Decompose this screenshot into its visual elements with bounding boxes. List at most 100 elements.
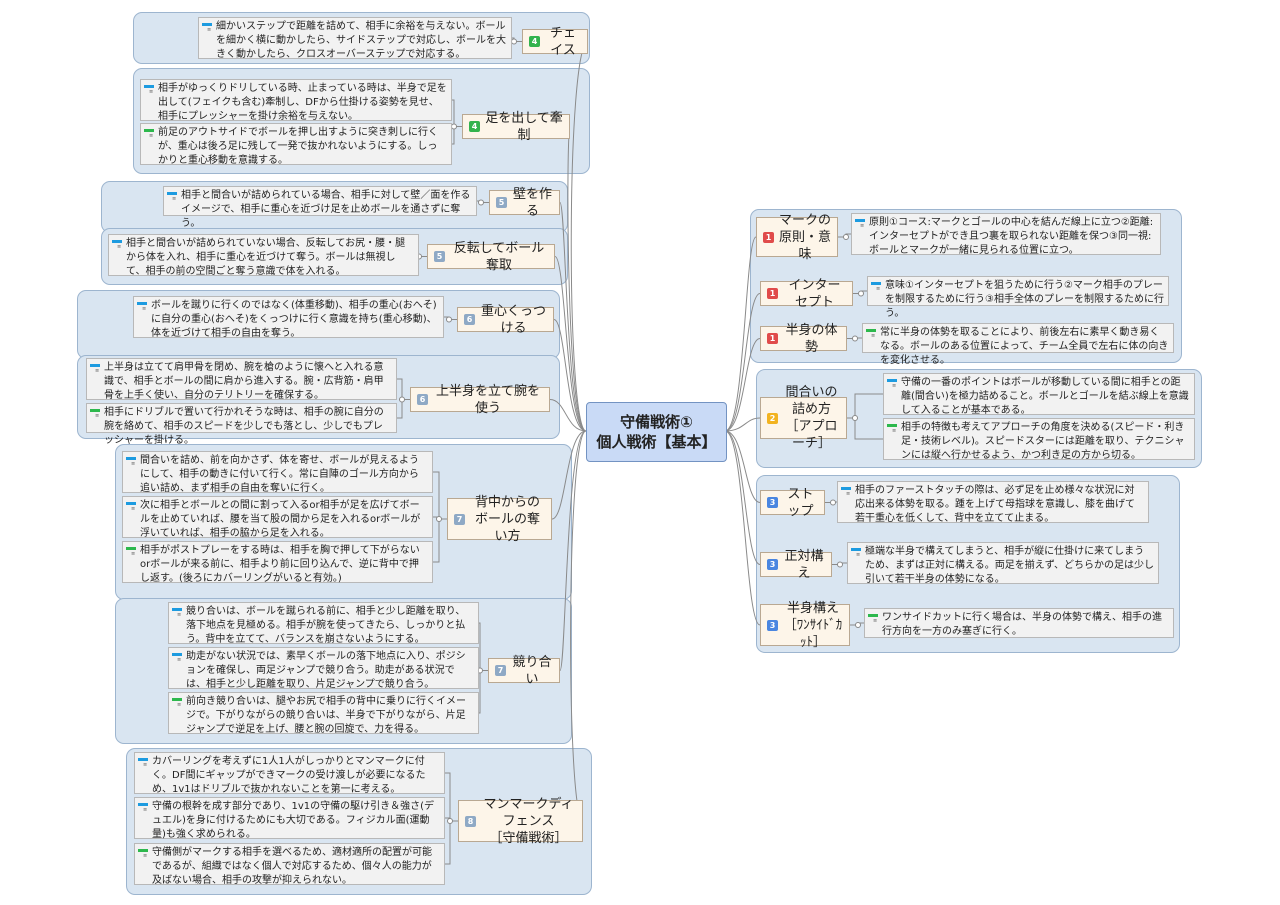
collapse-dot[interactable] xyxy=(446,316,452,323)
note-text: 相手がゆっくりドリしている時、止まっている時は、半身で足を出して(フェイクも含む… xyxy=(158,83,447,122)
branch-topic-label: 上半身を立て腕を使う xyxy=(435,383,540,416)
note-blue-icon: ≡ xyxy=(887,379,898,389)
collapse-dot[interactable] xyxy=(830,499,836,506)
connector-root-halfstance xyxy=(724,430,761,626)
note-square-1[interactable]: ≡極端な半身で構えてしまうと、相手が縦に仕掛けに来てしまうため、まずは正対に構え… xyxy=(847,542,1159,585)
connector-root-intercept xyxy=(724,293,761,432)
note-manmark-2[interactable]: ≡守備の根幹を成す部分であり、1v1の守備の駆け引き＆強さ(デュエル)を身に付け… xyxy=(134,797,445,840)
note-back-2[interactable]: ≡次に相手とボールとの間に割って入るor相手が足を広げてボールを止めていれば、腰… xyxy=(122,496,433,539)
root-topic-label: 守備戦術① 個人戦術【基本】 xyxy=(596,413,717,451)
connector-root-mark xyxy=(724,236,757,432)
note-blue-icon: ≡ xyxy=(855,219,866,229)
priority-4-icon: 4 xyxy=(469,121,480,132)
note-feet-2[interactable]: ≡前足のアウトサイドでボールを押し出すように突き刺しに行くが、重心は後ろ足に残し… xyxy=(140,123,452,166)
note-chase-1[interactable]: ≡細かいステップで距離を詰めて、相手に余裕を与えない。ボールを細かく横に動かした… xyxy=(198,17,512,60)
collapse-dot[interactable] xyxy=(855,622,861,628)
note-compete-2[interactable]: ≡助走がない状況では、素早くボールの落下地点に入り、ポジションを確保し、両足ジャ… xyxy=(168,647,479,690)
connector-note-compete xyxy=(479,670,488,714)
note-compete-3[interactable]: ≡前向き競り合いは、腿やお尻で相手の背中に乗りに行くイメージで。下がりながらの競… xyxy=(168,692,479,735)
note-halfstance-1[interactable]: ≡ワンサイドカットに行く場合は、半身の体勢で構え、相手の進行方向を一方のみ塞ぎに… xyxy=(864,608,1174,638)
collapse-dot[interactable] xyxy=(451,123,457,130)
root-topic[interactable]: 守備戦術① 個人戦術【基本】 xyxy=(586,402,727,462)
branch-topic-label: マークの 原則・意味 xyxy=(779,212,832,262)
branch-topic-approach[interactable]: 2 間合いの詰め方 ［アプローチ］ xyxy=(760,385,847,451)
collapse-dot[interactable] xyxy=(436,516,442,522)
note-blue-icon: ≡ xyxy=(126,502,137,512)
note-intercept-1[interactable]: ≡意味①インターセプトを狙うために行う②マーク相手のプレーを制限するために行う③… xyxy=(867,276,1169,319)
branch-topic-label: 正対構え xyxy=(784,548,824,581)
branch-topic-label: 重心くっつける xyxy=(480,303,546,336)
collapse-dot[interactable] xyxy=(852,335,858,342)
note-back-3[interactable]: ≡相手がポストプレーをする時は、相手を胸で押して下がらないorボールが来る前に、… xyxy=(122,541,433,584)
note-text: 守備の根幹を成す部分であり、1v1の守備の駆け引き＆強さ(デュエル)を身に付ける… xyxy=(152,801,435,840)
collapse-dot[interactable] xyxy=(837,561,843,568)
note-blue-icon: ≡ xyxy=(112,240,123,250)
note-green-icon: ≡ xyxy=(138,849,149,859)
note-approach-1[interactable]: ≡守備の一番のポイントはボールが移動している間に相手との距離(間合い)を極力詰め… xyxy=(883,373,1195,416)
branch-topic-label: 壁を作る xyxy=(512,186,552,219)
collapse-dot[interactable] xyxy=(843,234,849,240)
note-blue-icon: ≡ xyxy=(90,364,101,374)
collapse-dot[interactable] xyxy=(478,199,484,206)
connector-root-stop xyxy=(724,430,761,503)
connector-root-feet xyxy=(567,126,587,432)
branch-topic-label: ストップ xyxy=(787,486,814,519)
note-blue-icon: ≡ xyxy=(851,548,862,558)
branch-topic-label: マンマークディフェンス ［守備戦術］ xyxy=(483,796,574,846)
note-upper-1[interactable]: ≡上半身は立てて肩甲骨を閉め、腕を槍のように懐へと入れる意識で、相手とボールの間… xyxy=(86,358,397,401)
priority-1-icon: 1 xyxy=(767,333,778,344)
note-text: 相手と間合いが詰められている場合、相手に対して壁／面を作るイメージで、相手に重心… xyxy=(181,190,471,229)
note-green-icon: ≡ xyxy=(90,409,101,419)
note-manmark-3[interactable]: ≡守備側がマークする相手を選べるため、適材適所の配置が可能であるが、組織ではなく… xyxy=(134,843,445,886)
branch-topic-label: 間合いの詰め方 ［アプローチ］ xyxy=(785,385,838,451)
note-text: ボールを蹴りに行くのではなく(体重移動)、相手の重心(おへそ)に自分の重心(おへ… xyxy=(151,300,437,339)
priority-5-icon: 5 xyxy=(434,251,445,262)
note-wall-1[interactable]: ≡相手と間合いが詰められている場合、相手に対して壁／面を作るイメージで、相手に重… xyxy=(163,186,477,229)
collapse-dot[interactable] xyxy=(511,38,517,45)
note-compete-1[interactable]: ≡競り合いは、ボールを蹴られる前に、相手と少し距離を取り、落下地点を見極める。相… xyxy=(168,602,479,645)
connector-note-approach xyxy=(847,393,883,419)
collapse-dot[interactable] xyxy=(852,415,858,421)
connector-root-compete xyxy=(559,430,587,671)
note-turn-1[interactable]: ≡相手と間合いが詰められていない場合、反転してお尻・腰・腿から体を入れ、相手に重… xyxy=(108,234,419,277)
connector-note-approach xyxy=(847,417,883,440)
note-back-1[interactable]: ≡間合いを詰め、前を向かさず、体を寄せ、ボールが見えるようにして、相手の動きに付… xyxy=(122,451,433,494)
note-stop-1[interactable]: ≡相手のファーストタッチの際は、必ず足を止め様々な状況に対応出来る体勢を取る。踵… xyxy=(837,481,1149,524)
note-upper-2[interactable]: ≡相手にドリブルで置いて行かれそうな時は、相手の腕に自分の腕を絡めて、相手のスピ… xyxy=(86,403,397,446)
collapse-dot[interactable] xyxy=(447,818,453,824)
connector-note-feet xyxy=(452,126,462,145)
priority-2-icon: 2 xyxy=(767,412,778,424)
priority-3-icon: 3 xyxy=(767,559,778,570)
connector-note-upper xyxy=(397,399,410,419)
collapse-dot[interactable] xyxy=(399,396,405,403)
connector-note-compete xyxy=(479,622,488,671)
note-feet-1[interactable]: ≡相手がゆっくりドリしている時、止まっている時は、半身で足を出して(フェイクも含… xyxy=(140,79,452,122)
note-text: 細かいステップで距離を詰めて、相手に余裕を与えない。ボールを細かく横に動かしたら… xyxy=(216,21,506,60)
branch-topic-square[interactable]: 3 正対構え xyxy=(760,549,832,581)
note-half-1[interactable]: ≡常に半身の体勢を取ることにより、前後左右に素早く動き易くなる。ボールのある位置… xyxy=(862,323,1174,366)
collapse-dot[interactable] xyxy=(858,290,864,297)
note-center-1[interactable]: ≡ボールを蹴りに行くのではなく(体重移動)、相手の重心(おへそ)に自分の重心(お… xyxy=(133,296,444,339)
priority-4-icon: 4 xyxy=(529,36,540,47)
connector-note-upper xyxy=(397,378,410,400)
priority-7-icon: 7 xyxy=(454,513,465,525)
note-approach-2[interactable]: ≡相手の特徴も考えてアプローチの角度を決める(スピード・利き足・技術レベル)。ス… xyxy=(883,418,1195,461)
connector-root-manmark xyxy=(570,430,587,822)
note-mark-1[interactable]: ≡原則①コース:マークとゴールの中心を結んだ線上に立つ②距離:インターセプトがで… xyxy=(851,213,1161,256)
note-manmark-1[interactable]: ≡カバーリングを考えずに1人1人がしっかりとマンマークに付く。DF間にギャップが… xyxy=(134,752,445,795)
